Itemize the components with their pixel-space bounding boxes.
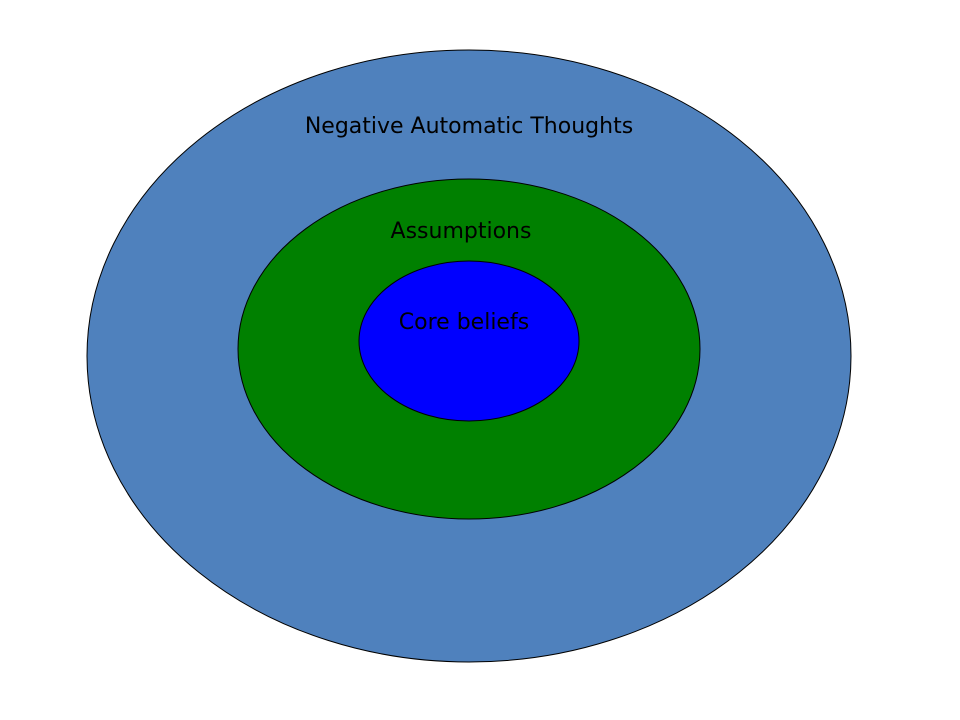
middle-ring-label: Assumptions: [391, 219, 532, 244]
outer-ring-label: Negative Automatic Thoughts: [305, 114, 633, 139]
inner-ring-core-beliefs: [358, 260, 580, 422]
inner-ring-label: Core beliefs: [399, 310, 529, 335]
